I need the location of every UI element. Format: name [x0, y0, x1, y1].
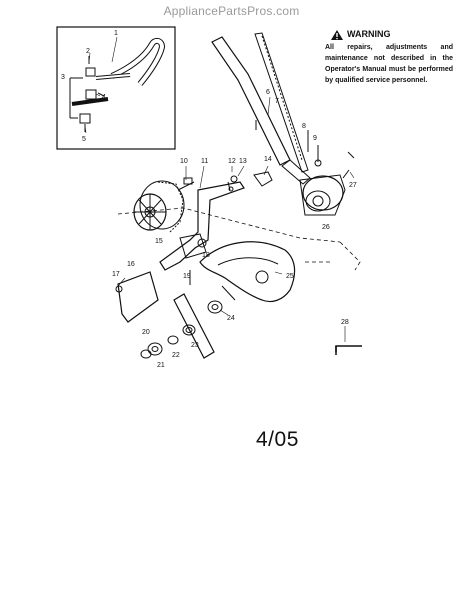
callout-19: 19	[183, 273, 191, 280]
warning-heading: WARNING	[331, 29, 453, 40]
shaft-assembly	[211, 32, 355, 185]
callouts: 1 2 3 4 5 6 7 8 9 10 11 12 13 14 15 16 1…	[61, 30, 357, 369]
callout-26: 26	[322, 224, 330, 231]
wheel-bracket	[159, 171, 273, 271]
callout-11: 11	[201, 158, 208, 165]
blade-guard	[199, 241, 296, 303]
callout-20: 20	[142, 329, 150, 336]
callout-18: 18	[202, 252, 210, 259]
callout-7: 7	[275, 98, 279, 105]
callout-13: 13	[239, 158, 247, 165]
warning-title: WARNING	[347, 29, 391, 39]
callout-22: 22	[172, 352, 180, 359]
leader-lines	[84, 36, 355, 342]
callout-2: 2	[86, 48, 90, 55]
part-28-detail	[335, 345, 362, 355]
callout-1: 1	[114, 30, 118, 37]
lower-hardware	[115, 233, 223, 359]
callout-23: 23	[191, 342, 199, 349]
callout-27: 27	[349, 182, 357, 189]
callout-17: 17	[112, 271, 120, 278]
callout-21: 21	[157, 362, 165, 369]
date-code: 4/05	[256, 428, 299, 451]
callout-28: 28	[341, 319, 349, 326]
callout-24: 24	[227, 315, 235, 322]
callout-25: 25	[286, 273, 294, 280]
watermark: AppliancePartsPros.com	[163, 4, 300, 18]
warning-triangle-icon	[331, 29, 343, 40]
assembly-outline	[117, 207, 361, 271]
wheel	[133, 177, 195, 233]
callout-9: 9	[313, 135, 317, 142]
callout-8: 8	[302, 123, 306, 130]
callout-3: 3	[61, 74, 65, 81]
warning-box: WARNING All repairs, adjustments and mai…	[325, 29, 453, 86]
handle-inset	[56, 26, 176, 150]
callout-6: 6	[266, 89, 270, 96]
callout-15: 15	[155, 238, 163, 245]
callout-12: 12	[228, 158, 236, 165]
warning-text: All repairs, adjustments and maintenance…	[325, 44, 453, 84]
callout-10: 10	[180, 158, 188, 165]
callout-14: 14	[264, 156, 272, 163]
gear-housing	[299, 169, 350, 216]
callout-4: 4	[102, 94, 106, 101]
callout-5: 5	[82, 136, 86, 143]
callout-16: 16	[127, 261, 135, 268]
